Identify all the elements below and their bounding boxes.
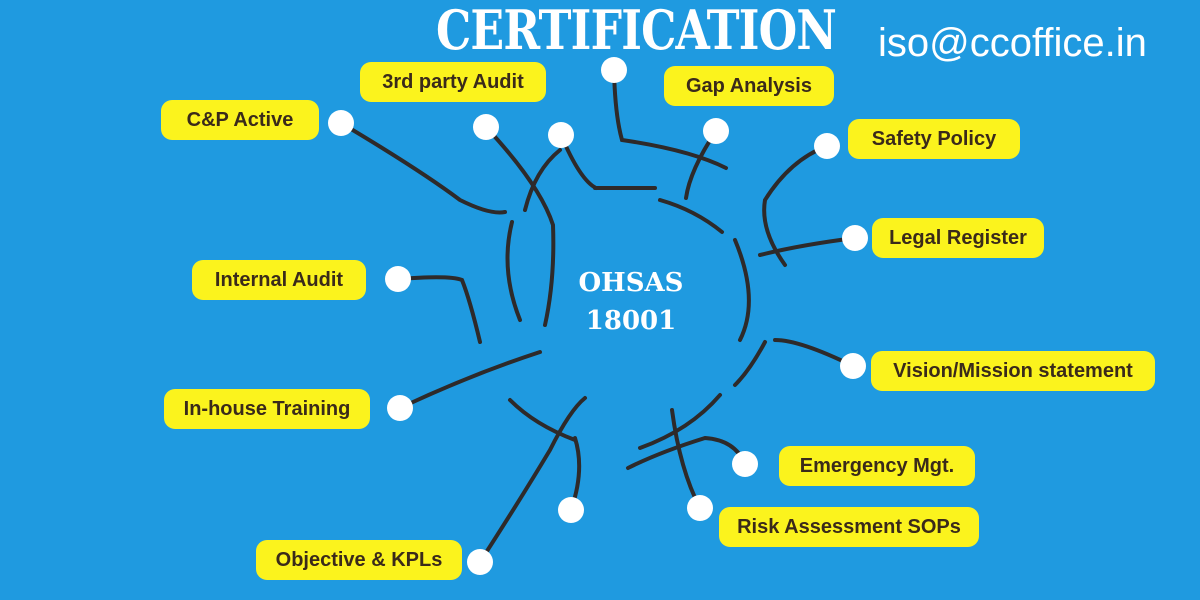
spoke-3rd-party-audit bbox=[484, 125, 556, 327]
center-label-line1: OHSAS bbox=[578, 268, 684, 298]
node-circle bbox=[387, 395, 413, 421]
node-circle bbox=[842, 225, 868, 251]
center-label: OHSAS 18001 bbox=[531, 264, 731, 340]
label-objective-kpls: Objective & KPLs bbox=[256, 540, 462, 580]
label-vision-mission: Vision/Mission statement bbox=[871, 351, 1155, 391]
spoke-top bbox=[612, 68, 728, 170]
ring-arc bbox=[638, 393, 722, 450]
label-risk-assessment: Risk Assessment SOPs bbox=[719, 507, 979, 547]
label-gap-analysis: Gap Analysis bbox=[664, 66, 834, 106]
ring-arc bbox=[508, 398, 577, 442]
node-circle bbox=[840, 353, 866, 379]
label-legal-register: Legal Register bbox=[872, 218, 1044, 258]
label-cp-active: C&P Active bbox=[161, 100, 319, 140]
ring-arc bbox=[505, 220, 522, 322]
node-circle bbox=[687, 495, 713, 521]
node-circle bbox=[548, 122, 574, 148]
spoke-emergency bbox=[626, 435, 747, 470]
node-circle bbox=[732, 451, 758, 477]
label-internal-audit: Internal Audit bbox=[192, 260, 366, 300]
node-circle bbox=[328, 110, 354, 136]
ring-arc bbox=[658, 198, 724, 234]
label-in-house-training: In-house Training bbox=[164, 389, 370, 429]
ring-arc bbox=[733, 238, 751, 342]
label-3rd-party-audit: 3rd party Audit bbox=[360, 62, 546, 102]
spoke-objective bbox=[478, 396, 587, 564]
contact-email: iso@ccoffice.in bbox=[878, 21, 1147, 65]
node-circle bbox=[558, 497, 584, 523]
spoke-cp-active bbox=[339, 121, 507, 215]
node-circle bbox=[814, 133, 840, 159]
label-emergency-mgt: Emergency Mgt. bbox=[779, 446, 975, 486]
spoke-internal-audit bbox=[396, 275, 482, 344]
center-label-line2: 18001 bbox=[585, 306, 677, 336]
node-circle bbox=[703, 118, 729, 144]
page-title: CERTIFICATION bbox=[436, 0, 837, 62]
node-circle bbox=[601, 57, 627, 83]
label-safety-policy: Safety Policy bbox=[848, 119, 1020, 159]
node-circle bbox=[473, 114, 499, 140]
spoke-in-house-training bbox=[398, 350, 542, 410]
node-circle bbox=[467, 549, 493, 575]
spoke-safety-policy bbox=[762, 144, 829, 267]
node-circle bbox=[385, 266, 411, 292]
ring-arc bbox=[733, 340, 767, 387]
ring-arc bbox=[523, 148, 562, 212]
